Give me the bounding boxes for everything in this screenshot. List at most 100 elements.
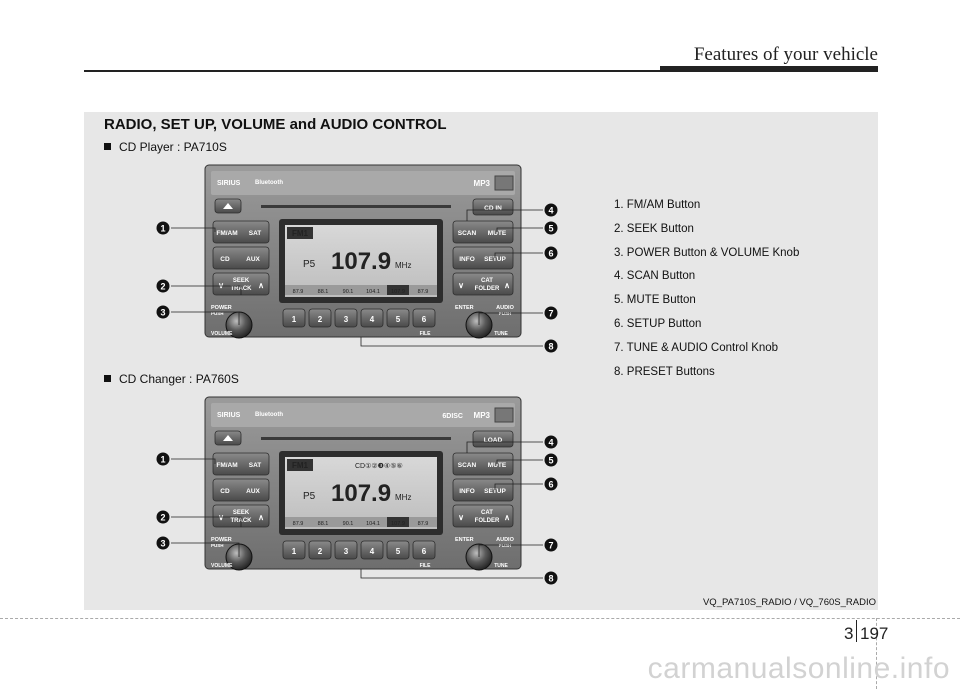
audio-label: AUDIO: [496, 537, 514, 543]
power-label: POWER: [211, 305, 232, 311]
lcd-preset: P5: [303, 259, 316, 270]
fm-am-sat-button: [212, 452, 270, 476]
power-label: POWER: [211, 537, 232, 543]
audio-push-label: PUSH: [499, 311, 512, 316]
preset-button-label: 6: [422, 547, 427, 556]
tune-label: TUNE: [494, 563, 508, 569]
push-label: PUSH: [211, 543, 224, 548]
callout-number: 1: [160, 455, 165, 465]
lcd-preset-bar: [285, 517, 437, 527]
scan-mute-button: [452, 452, 514, 476]
preset-button-label: 2: [318, 547, 323, 556]
lcd-unit: MHz: [395, 493, 411, 502]
fm-am-sat-button: [212, 220, 270, 244]
preset-button-3: [334, 540, 358, 560]
callout-number: 8: [548, 342, 553, 352]
callout-badge: [544, 306, 558, 320]
mute-label: MUTE: [488, 462, 507, 469]
legend-item: 2. SEEK Button: [614, 222, 694, 235]
legend-item: 8. PRESET Buttons: [614, 365, 715, 378]
cd-badge-icon: [494, 407, 514, 423]
lcd-preset-value: 87.9: [293, 289, 304, 295]
load-button-label: LOAD: [484, 437, 503, 444]
lcd-preset-highlight: [387, 517, 409, 527]
preset-button-label: 1: [292, 547, 297, 556]
seek-down-icon: ∨: [218, 281, 224, 290]
callout-number: 2: [160, 282, 165, 292]
callout-line: [478, 544, 543, 557]
callout-number: 4: [548, 438, 553, 448]
bluetooth-logo: Bluetooth: [255, 180, 283, 186]
audio-push-label: PUSH: [499, 543, 512, 548]
radio-top-strip: [211, 171, 515, 195]
preset-button-1: [282, 308, 306, 328]
cd-player-label-text: CD Player : PA710S: [119, 140, 227, 154]
enter-label: ENTER: [455, 305, 474, 311]
preset-button-2: [308, 308, 332, 328]
callout-number: 5: [548, 224, 553, 234]
sirius-logo: SIRIUS: [217, 180, 241, 187]
callout-line: [171, 458, 216, 464]
callout-number: 4: [548, 206, 553, 216]
seek-down-icon: ∨: [218, 513, 224, 522]
mp3-logo: MP3: [474, 411, 491, 420]
cat-label: CAT: [481, 510, 493, 516]
lcd-preset-value: 90.1: [343, 289, 354, 295]
lcd-preset-value: 104.1: [366, 521, 380, 527]
callout-number: 6: [548, 249, 553, 259]
cd-player-label: CD Player : PA710S: [104, 140, 227, 154]
info-label: INFO: [459, 488, 475, 495]
chapter-number: 3: [844, 624, 854, 643]
cd-changer-label-text: CD Changer : PA760S: [119, 372, 239, 386]
file-label: FILE: [420, 563, 431, 569]
lcd-preset-value: 87.9: [293, 521, 304, 527]
preset-button-label: 3: [344, 547, 349, 556]
preset-button-4: [360, 308, 384, 328]
info-setup-button: [452, 246, 514, 270]
setup-label: SETUP: [484, 256, 506, 263]
callout-line: [171, 285, 242, 295]
callout-number: 5: [548, 456, 553, 466]
callout-badge: [544, 538, 558, 552]
preset-button-5: [386, 308, 410, 328]
mute-label: MUTE: [488, 230, 507, 237]
lcd-frequency: 107.9: [331, 248, 391, 275]
callout-badge: [156, 536, 170, 550]
callout-line: [360, 569, 543, 579]
callout-line: [494, 252, 543, 258]
load-button: [472, 198, 514, 216]
callout-line: [171, 311, 240, 325]
lcd-preset: P5: [303, 491, 316, 502]
lcd-band: FM1: [292, 461, 309, 470]
page-number: 197: [860, 624, 889, 643]
callout-line: [171, 542, 240, 557]
callout-line: [171, 227, 216, 232]
eject-icon: [223, 203, 233, 209]
info-label: INFO: [459, 256, 475, 263]
callout-line: [466, 441, 543, 453]
page-number-separator: [856, 620, 857, 642]
preset-button-label: 4: [370, 315, 375, 324]
lcd-disc-indicator: CD①②❸④⑤⑥: [355, 462, 403, 470]
footer-dashed-rule: [0, 618, 960, 619]
sat-label: SAT: [249, 462, 262, 469]
callout-badge: [156, 510, 170, 524]
folder-up-icon: ∧: [504, 281, 510, 290]
watermark: carmanualsonline.info: [647, 652, 950, 685]
callout-badge: [544, 203, 558, 217]
preset-button-2: [308, 540, 332, 560]
header-rule-accent: [660, 66, 878, 72]
lcd-preset-value: 107.9: [391, 521, 405, 527]
seek-up-icon: ∧: [258, 513, 264, 522]
callout-line: [171, 516, 242, 527]
load-button: [472, 430, 514, 448]
preset-button-label: 5: [396, 547, 401, 556]
scan-mute-button: [452, 220, 514, 244]
bullet-square-icon: [104, 143, 111, 150]
push-label: PUSH: [211, 311, 224, 316]
lcd-preset-highlight: [387, 285, 409, 295]
